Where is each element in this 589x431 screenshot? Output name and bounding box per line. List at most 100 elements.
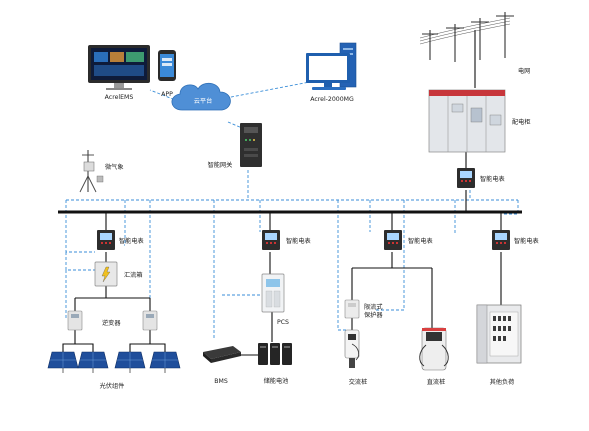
dc-charging-pile: 直流桩: [419, 327, 449, 386]
pv-panel-3: [114, 351, 146, 373]
pcs-unit: PCS: [261, 273, 289, 326]
monitor-tile: [94, 65, 144, 76]
inverter-left: [67, 310, 83, 331]
app-phone: APP: [158, 50, 176, 98]
monitor-base: [106, 88, 132, 90]
smart-gateway: 智能网关: [208, 123, 262, 169]
inverter-right: [142, 310, 158, 331]
smart-meter-load: 智能电表: [492, 230, 539, 250]
utility-pole: [496, 12, 514, 58]
weather-station: 微气象: [79, 150, 124, 193]
pv-label: 光伏组件: [100, 382, 125, 390]
meter-display: [100, 233, 112, 240]
bms-label: BMS: [214, 378, 228, 385]
link-left-combiner: [65, 252, 95, 271]
inverter-l-pv2: [75, 343, 94, 352]
phone-row: [162, 58, 172, 61]
meter-display: [387, 233, 399, 240]
distribution-cabinet: 配电柜: [428, 89, 531, 153]
meter-label: 智能电表: [119, 237, 144, 245]
pcs-label: PCS: [277, 319, 289, 326]
meter-label: 智能电表: [408, 237, 433, 245]
bms-unit: BMS: [203, 346, 241, 385]
link-protector: [376, 200, 405, 311]
pv-panel-2: [77, 351, 109, 373]
cloud-icon: [171, 82, 231, 111]
gateway-panel: [244, 127, 258, 133]
tower-bay: [343, 48, 353, 50]
other-load-cabinet: 其他负荷: [476, 304, 522, 386]
utility-pole: [422, 30, 438, 60]
cloud-label: 云平台: [194, 97, 213, 105]
power-cable: [419, 20, 511, 42]
utility-pole: [471, 18, 489, 60]
smart-meter-grid: 智能电表: [457, 168, 505, 188]
bms-top: [203, 346, 241, 359]
power-cable: [419, 23, 511, 45]
monitor-tile: [110, 52, 124, 62]
weather-sensor: [83, 161, 95, 172]
mg-label: Acrel-2000MG: [310, 96, 354, 103]
grid-power-line: 电网: [419, 12, 530, 75]
communication-links: [65, 79, 519, 340]
inverter-label: 逆变器: [102, 319, 121, 327]
power-wiring: [58, 30, 522, 356]
combiner-box: 汇流箱: [94, 261, 143, 287]
link-left-drop: [124, 200, 126, 246]
gateway-label: 智能网关: [208, 161, 233, 169]
smart-meter-storage: 智能电表: [262, 230, 311, 250]
ac-pile-label: 交流桩: [349, 378, 368, 386]
ems-label: AcrelEMS: [105, 94, 134, 101]
inverter-l-pv1: [62, 330, 76, 352]
inverter-r-pv1: [129, 330, 151, 352]
meter-display: [460, 171, 472, 178]
pv-panel-4: [149, 351, 181, 373]
cabinet-label: 配电柜: [512, 118, 531, 126]
power-cable: [419, 17, 511, 39]
protector-label-1: 限流式: [364, 303, 383, 311]
inverter-body: [142, 310, 158, 331]
pv-panel-1: [47, 351, 79, 373]
dc-pile-label: 直流桩: [427, 378, 446, 386]
current-limit-protector: 限流式 保护器: [344, 299, 383, 319]
link-cloud-gateway: [227, 121, 243, 129]
monitor-neck: [114, 83, 124, 88]
link-cloud-mg: [225, 79, 321, 99]
load-label: 其他负荷: [490, 378, 515, 386]
smart-meter-pv: 智能电表: [97, 230, 144, 250]
meter-label: 智能电表: [480, 175, 505, 183]
mg-neck: [324, 83, 332, 87]
inverter-r-pv2: [150, 343, 166, 352]
phone-row: [162, 63, 172, 66]
ac-charging-pile: 交流桩: [344, 329, 368, 386]
mg-keyboard: [312, 87, 346, 90]
protector-label-2: 保护器: [364, 311, 383, 319]
dc-pile-screen: [426, 332, 442, 341]
monitor-tile: [94, 52, 108, 62]
battery-label: 储能电池: [264, 377, 289, 385]
monitor-tile: [126, 52, 144, 62]
utility-pole: [446, 24, 464, 62]
link-ac-pile: [337, 200, 348, 331]
battery-pack: 储能电池: [258, 343, 292, 385]
ems-monitor: AcrelEMS: [88, 45, 150, 101]
mg-workstation: Acrel-2000MG: [306, 42, 357, 103]
inverter-body: [67, 310, 83, 331]
mg-screen: [309, 56, 347, 80]
smart-meter-charger: 智能电表: [384, 230, 433, 250]
meter-display: [495, 233, 507, 240]
cabinet-header: [429, 90, 505, 96]
combiner-label: 汇流箱: [124, 271, 143, 279]
cloud-platform: 云平台: [171, 82, 231, 111]
meter-display: [265, 233, 277, 240]
link-left-meter: [65, 200, 95, 253]
meter-label: 智能电表: [286, 237, 311, 245]
weather-label: 微气象: [105, 163, 124, 171]
meter-label: 智能电表: [514, 237, 539, 245]
pcs-display: [266, 279, 280, 287]
app-label: APP: [161, 91, 173, 98]
warning-icon: [101, 266, 111, 283]
protector-body: [344, 299, 360, 319]
grid-label: 电网: [518, 67, 530, 75]
